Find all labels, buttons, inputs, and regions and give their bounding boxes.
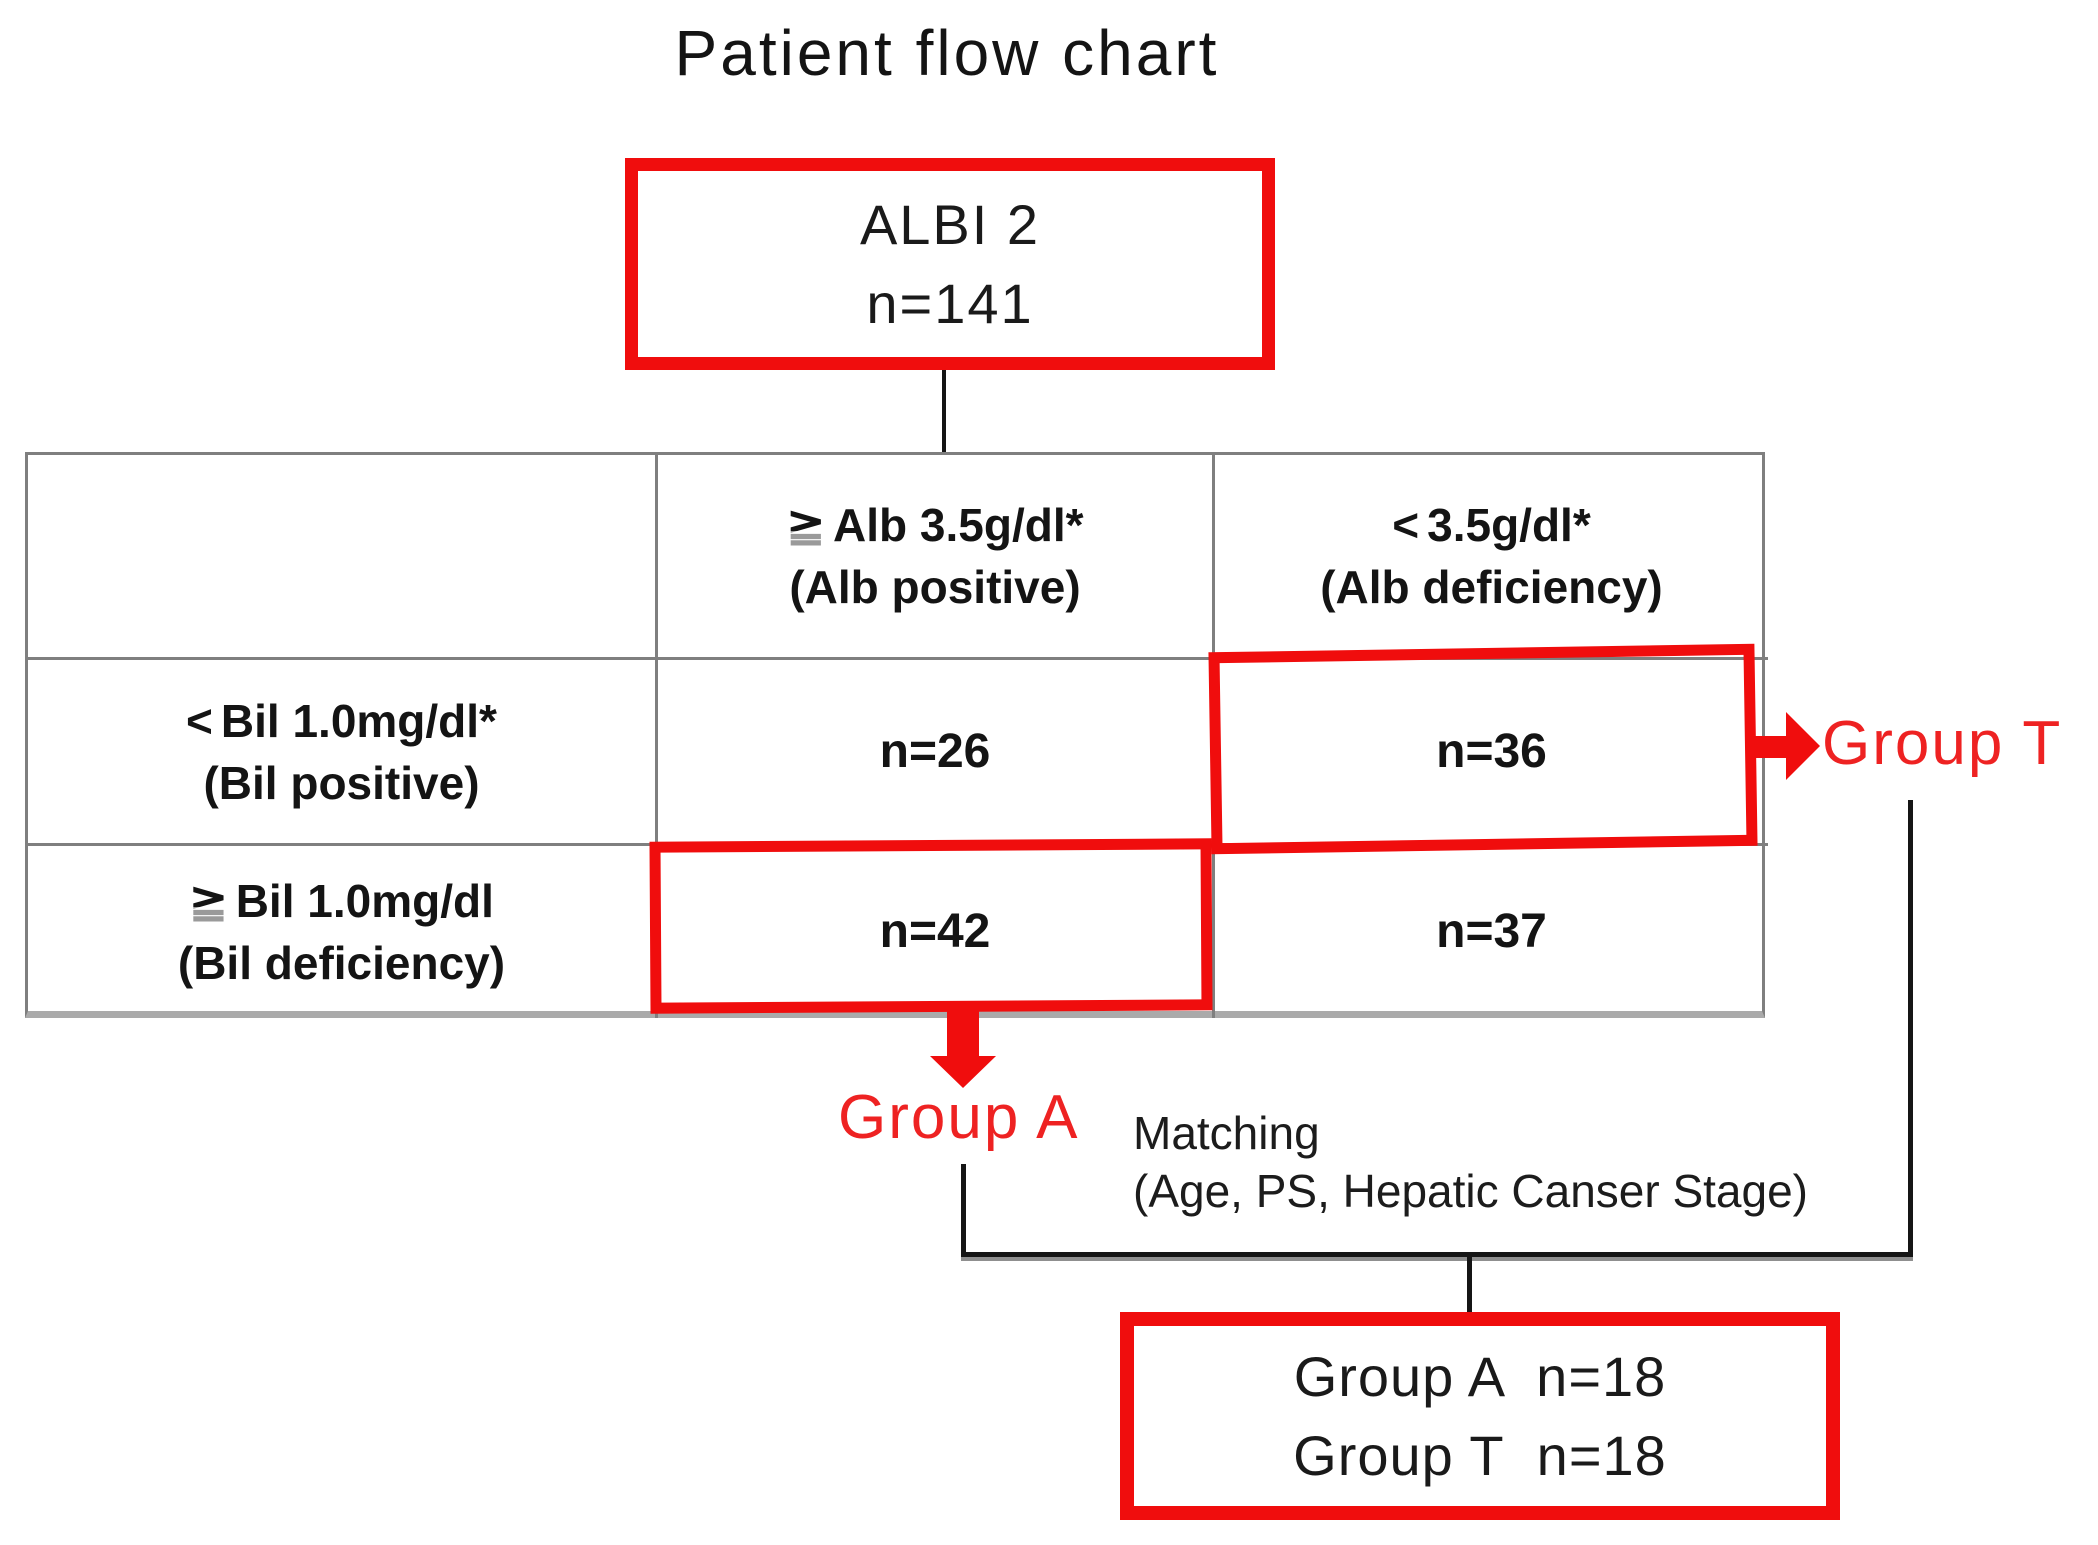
root-connector-line (942, 370, 946, 452)
lt-symbol: < (186, 694, 213, 747)
col-header-criterion: Alb 3.5g/dl* (833, 499, 1084, 551)
matching-criteria: (Age, PS, Hepatic Canser Stage) (1133, 1165, 1808, 1217)
cell-value: n=26 (879, 724, 991, 778)
cell-n42: n=42 (658, 846, 1215, 1018)
result-line-group-t: Group T n=18 (1293, 1424, 1667, 1487)
right-arrow-icon (1748, 736, 1786, 758)
down-arrow-head-icon (930, 1056, 996, 1088)
classification-table: ≧Alb 3.5g/dl* (Alb positive) <3.5g/dl* (… (25, 452, 1768, 1018)
group-t-label: Group T (1822, 709, 2063, 778)
albi-root-box: ALBI 2 n=141 (625, 158, 1275, 370)
albi-box-name: ALBI 2 (859, 193, 1041, 256)
result-line-group-a: Group A n=18 (1293, 1345, 1667, 1408)
cell-value: n=42 (879, 905, 991, 958)
row-header-criterion: Bil 1.0mg/dl (235, 875, 494, 927)
col-header-criterion: 3.5g/dl* (1427, 499, 1591, 551)
page-title: Patient flow chart (674, 17, 1220, 89)
col-header-alb-positive: ≧Alb 3.5g/dl* (Alb positive) (658, 455, 1215, 660)
geq-symbol: ≧ (189, 870, 228, 932)
connector-group-a-line (961, 1164, 966, 1256)
connector-horizontal-line (961, 1252, 1913, 1257)
row-header-label: (Bil deficiency) (177, 937, 506, 989)
col-header-label: (Alb positive) (789, 561, 1081, 613)
cell-n37: n=37 (1215, 846, 1768, 1018)
lt-symbol: < (1392, 499, 1420, 551)
geq-symbol: ≧ (786, 494, 825, 556)
connector-group-t-line (1908, 800, 1913, 1256)
table-corner-cell (28, 455, 658, 660)
row-header-criterion: Bil 1.0mg/dl* (220, 694, 497, 747)
matching-title: Matching (1133, 1107, 1320, 1159)
cell-n26: n=26 (658, 660, 1215, 846)
cell-n36: n=36 (1215, 660, 1768, 846)
matching-note: Matching (Age, PS, Hepatic Canser Stage) (1133, 1104, 1808, 1220)
down-arrow-icon (947, 1008, 979, 1056)
albi-box-count: n=141 (866, 272, 1034, 335)
cell-value: n=37 (1436, 905, 1547, 958)
right-arrow-head-icon (1786, 712, 1820, 780)
n36-highlight-box (1208, 643, 1758, 855)
group-a-label: Group A (838, 1083, 1080, 1152)
row-header-bil-positive: <Bil 1.0mg/dl* (Bil positive) (28, 660, 658, 846)
result-box: Group A n=18 Group T n=18 (1120, 1312, 1840, 1520)
connector-result-line (1467, 1257, 1472, 1315)
n42-highlight-box (649, 838, 1213, 1014)
row-header-label: (Bil positive) (203, 756, 480, 809)
col-header-alb-deficiency: <3.5g/dl* (Alb deficiency) (1215, 455, 1768, 660)
row-header-bil-deficiency: ≧Bil 1.0mg/dl (Bil deficiency) (28, 846, 658, 1018)
col-header-label: (Alb deficiency) (1320, 561, 1663, 613)
cell-value: n=36 (1436, 724, 1547, 778)
